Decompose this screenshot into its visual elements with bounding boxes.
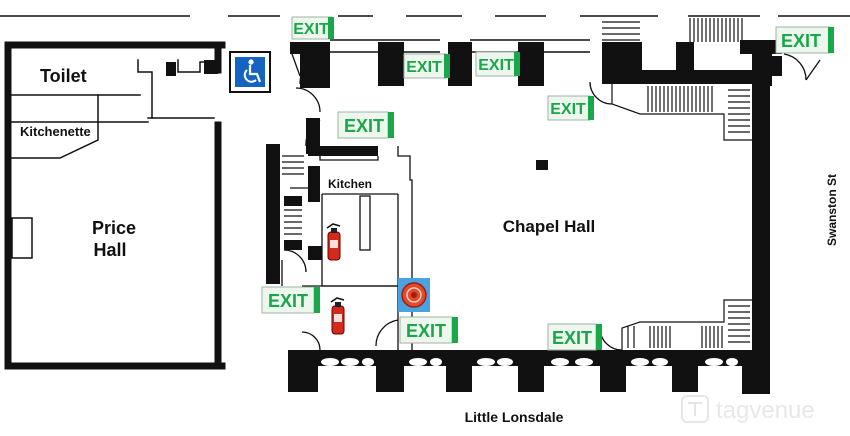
stairs-kitchen	[282, 155, 304, 235]
exit-sign-4: EXIT	[475, 51, 520, 77]
svg-text:tagvenue: tagvenue	[716, 397, 815, 424]
street-label-swanston-st: Swanston St	[825, 174, 839, 246]
tagvenue-logo-icon	[681, 395, 709, 423]
room-label-chapel-hall: Chapel Hall	[503, 217, 596, 236]
street-label-little-lonsdale: Little Lonsdale	[465, 409, 564, 425]
exit-sign-8: EXIT	[399, 316, 458, 344]
exit-sign-6: EXIT	[337, 111, 394, 139]
room-label-toilet: Toilet	[40, 66, 87, 86]
svg-text:EXIT: EXIT	[406, 59, 442, 76]
exit-sign-5: EXIT	[547, 95, 594, 121]
wall-column	[166, 62, 176, 76]
exit-sign-9: EXIT	[547, 323, 602, 351]
svg-text:EXIT: EXIT	[406, 321, 446, 341]
exit-sign-3: EXIT	[403, 53, 450, 79]
svg-text:EXIT: EXIT	[344, 116, 384, 136]
top-boundary	[0, 15, 850, 53]
svg-text:EXIT: EXIT	[268, 291, 308, 311]
svg-text:EXIT: EXIT	[550, 101, 586, 118]
svg-text:EXIT: EXIT	[552, 328, 592, 348]
room-label-kitchenette: Kitchenette	[20, 124, 91, 139]
fire-hose-reel-icon	[398, 278, 430, 312]
svg-text:EXIT: EXIT	[478, 57, 514, 74]
bottom-windows	[321, 358, 738, 366]
stairs-right-lower	[621, 299, 752, 350]
exit-sign-2: EXIT	[775, 26, 834, 54]
svg-text:EXIT: EXIT	[293, 21, 329, 38]
price-hall-block	[4, 41, 226, 370]
fire-extinguisher-icon	[330, 297, 345, 335]
fire-extinguisher-icon	[326, 223, 341, 261]
wheelchair-accessible-icon	[229, 51, 271, 93]
room-label-price-hall: Price	[92, 218, 136, 238]
exit-sign-1: EXIT	[291, 16, 334, 40]
room-label-price-hall-2: Hall	[93, 240, 126, 260]
wall-column	[204, 60, 218, 74]
svg-text:EXIT: EXIT	[781, 31, 821, 51]
stairs-top	[602, 18, 743, 42]
tagvenue-watermark: tagvenue	[681, 395, 815, 424]
stairs-right-upper	[611, 84, 752, 141]
exit-sign-7: EXIT	[261, 286, 320, 314]
room-label-kitchen: Kitchen	[328, 177, 372, 191]
